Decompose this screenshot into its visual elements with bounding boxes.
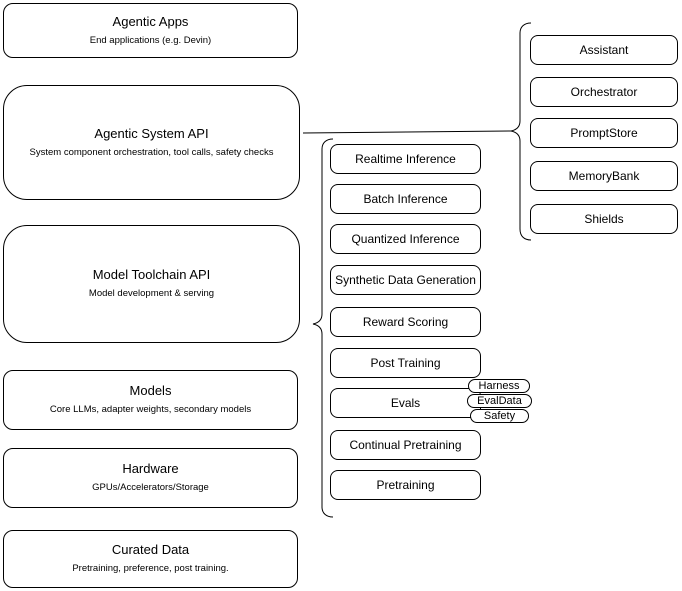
badge-harness: Harness xyxy=(468,379,530,393)
node-realtime-inference: Realtime Inference xyxy=(330,144,481,174)
node-title: Models xyxy=(129,383,172,399)
node-batch-inference: Batch Inference xyxy=(330,184,481,214)
node-subtitle: GPUs/Accelerators/Storage xyxy=(92,482,209,494)
node-promptstore: PromptStore xyxy=(530,118,678,148)
node-models: Models Core LLMs, adapter weights, secon… xyxy=(3,370,298,430)
node-orchestrator: Orchestrator xyxy=(530,77,678,107)
node-title: Curated Data xyxy=(111,542,190,558)
node-subtitle: Core LLMs, adapter weights, secondary mo… xyxy=(49,404,252,416)
node-title: Hardware xyxy=(122,461,179,477)
node-reward-scoring: Reward Scoring xyxy=(330,307,481,337)
brace-system-components-group xyxy=(510,22,532,241)
node-subtitle: End applications (e.g. Devin) xyxy=(89,34,212,46)
node-title: Agentic Apps xyxy=(112,13,189,29)
node-memorybank: MemoryBank xyxy=(530,161,678,191)
connector-agentic-system-to-components xyxy=(302,130,512,134)
node-assistant: Assistant xyxy=(530,35,678,65)
node-model-toolchain-api: Model Toolchain API Model development & … xyxy=(3,225,300,343)
node-curated-data: Curated Data Pretraining, preference, po… xyxy=(3,530,298,588)
node-agentic-apps: Agentic Apps End applications (e.g. Devi… xyxy=(3,3,298,58)
node-post-training: Post Training xyxy=(330,348,481,378)
node-shields: Shields xyxy=(530,204,678,234)
node-subtitle: Model development & serving xyxy=(88,288,215,300)
node-title: Agentic System API xyxy=(94,125,209,141)
node-quantized-inference: Quantized Inference xyxy=(330,224,481,254)
node-continual-pretraining: Continual Pretraining xyxy=(330,430,481,460)
brace-toolchain-group xyxy=(312,138,334,518)
badge-evaldata: EvalData xyxy=(467,394,532,408)
node-synthetic-data-generation: Synthetic Data Generation xyxy=(330,265,481,295)
node-evals: Evals xyxy=(330,388,481,418)
node-subtitle: System component orchestration, tool cal… xyxy=(29,146,274,158)
node-subtitle: Pretraining, preference, post training. xyxy=(72,563,229,575)
node-title: Model Toolchain API xyxy=(92,267,211,283)
badge-safety: Safety xyxy=(470,409,529,423)
node-pretraining: Pretraining xyxy=(330,470,481,500)
node-agentic-system-api: Agentic System API System component orch… xyxy=(3,85,300,200)
node-hardware: Hardware GPUs/Accelerators/Storage xyxy=(3,448,298,508)
